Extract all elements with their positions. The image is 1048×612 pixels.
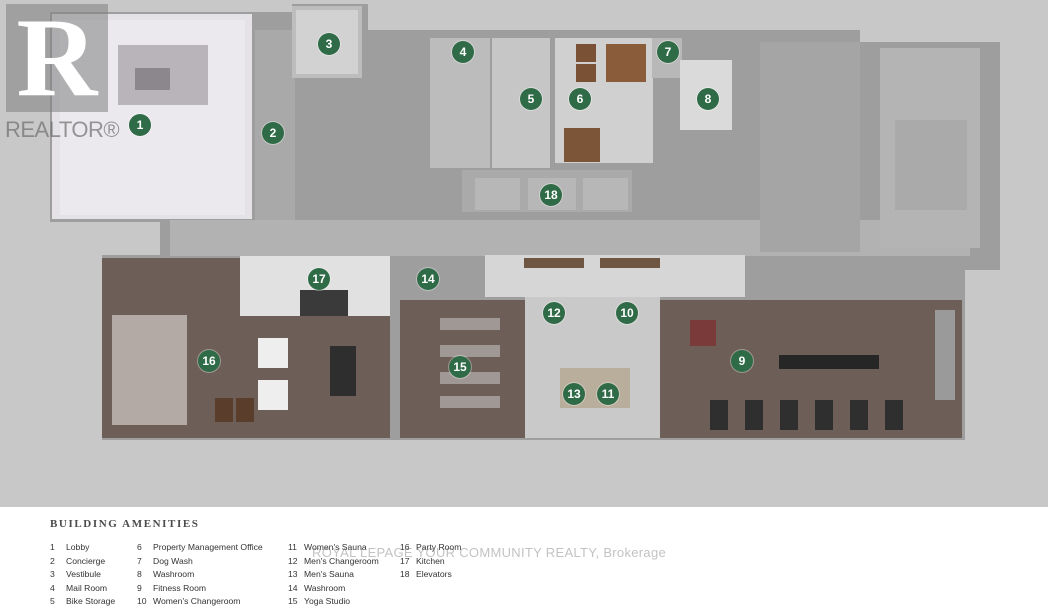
marker-13: 13 [563,383,585,405]
realtor-logo-text: REALTOR® [5,117,120,142]
marker-16: 16 [198,350,220,372]
realtor-logo-letter: R [16,0,98,120]
brokerage-watermark: ROYAL LEPAGE YOUR COMMUNITY REALTY, Brok… [312,545,667,560]
marker-5: 5 [520,88,542,110]
legend-title: BUILDING AMENITIES [50,518,200,530]
marker-8: 8 [697,88,719,110]
marker-11: 11 [597,383,619,405]
marker-14: 14 [417,268,439,290]
marker-10: 10 [616,302,638,324]
marker-6: 6 [569,88,591,110]
realtor-logo: R REALTOR® [0,0,122,142]
marker-12: 12 [543,302,565,324]
realtor-logo-box [6,4,108,112]
marker-17: 17 [308,268,330,290]
marker-9: 9 [731,350,753,372]
floor-plan [0,0,1048,507]
marker-1: 1 [129,114,151,136]
marker-15: 15 [449,356,471,378]
marker-18: 18 [540,184,562,206]
marker-3: 3 [318,33,340,55]
marker-4: 4 [452,41,474,63]
marker-2: 2 [262,122,284,144]
marker-7: 7 [657,41,679,63]
